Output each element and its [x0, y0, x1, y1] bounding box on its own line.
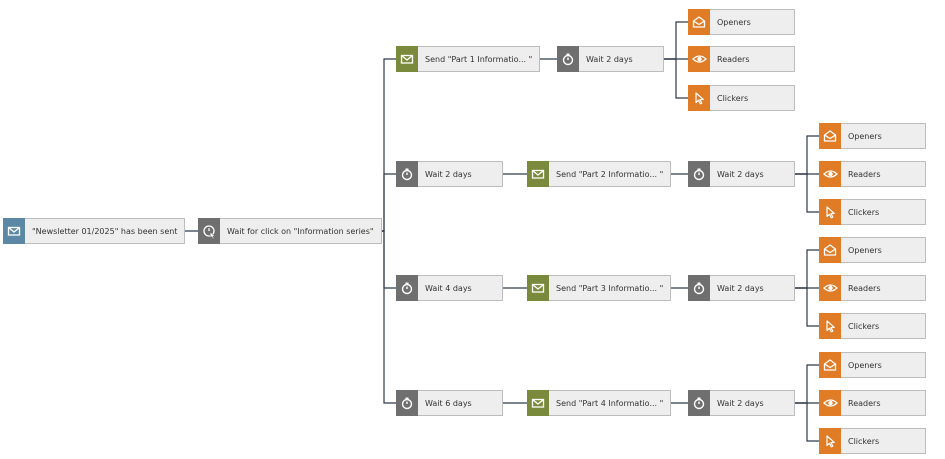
node-label: Clickers — [841, 199, 926, 225]
segment-node-b4-clickers[interactable]: Clickers — [819, 428, 926, 454]
wait-node-b2-wait[interactable]: Wait 2 days — [396, 161, 503, 187]
node-label: Readers — [710, 46, 795, 72]
node-label: Clickers — [841, 428, 926, 454]
eye-icon — [819, 390, 841, 416]
node-label: Wait 2 days — [710, 161, 795, 187]
node-label: Wait 2 days — [579, 46, 664, 72]
open-envelope-icon — [819, 237, 841, 263]
wait-node-b4-wait2[interactable]: Wait 2 days — [688, 390, 795, 416]
node-label: Openers — [841, 123, 926, 149]
segment-node-b2-clickers[interactable]: Clickers — [819, 199, 926, 225]
send-node-b1-send[interactable]: Send "Part 1 Informatio... " — [396, 46, 541, 72]
stopwatch-icon — [688, 275, 710, 301]
connector-b3-wait2-to-b3-clickers — [795, 287, 819, 327]
node-label: Wait 6 days — [418, 390, 503, 416]
trigger-node-trigger[interactable]: "Newsletter 01/2025" has been sent — [3, 218, 186, 244]
connector-b1-wait-to-b1-clickers — [664, 58, 688, 99]
node-label: Wait 2 days — [418, 161, 503, 187]
node-label: Wait 2 days — [710, 390, 795, 416]
segment-node-b1-clickers[interactable]: Clickers — [688, 85, 795, 111]
segment-node-b1-openers[interactable]: Openers — [688, 9, 795, 35]
envelope-icon — [3, 218, 25, 244]
node-label: Readers — [841, 275, 926, 301]
node-label: Clickers — [710, 85, 795, 111]
node-label: Send "Part 1 Informatio... " — [418, 46, 541, 72]
node-label: Send "Part 2 Informatio... " — [549, 161, 672, 187]
send-node-b3-send[interactable]: Send "Part 3 Informatio... " — [527, 275, 672, 301]
stopwatch-icon — [396, 390, 418, 416]
connector-b2-wait2-to-b2-openers — [795, 135, 819, 175]
stopwatch-icon — [396, 161, 418, 187]
segment-node-b4-readers[interactable]: Readers — [819, 390, 926, 416]
wait-node-b3-wait2[interactable]: Wait 2 days — [688, 275, 795, 301]
open-envelope-icon — [819, 123, 841, 149]
node-label: Wait for click on "Information series" — [220, 218, 382, 244]
envelope-icon — [527, 275, 549, 301]
wait-node-b2-wait2[interactable]: Wait 2 days — [688, 161, 795, 187]
wait-node-b1-wait[interactable]: Wait 2 days — [557, 46, 664, 72]
node-label: Readers — [841, 390, 926, 416]
segment-node-b2-readers[interactable]: Readers — [819, 161, 926, 187]
segment-node-b1-readers[interactable]: Readers — [688, 46, 795, 72]
node-label: Wait 2 days — [710, 275, 795, 301]
connector-b2-wait2-to-b2-clickers — [795, 173, 819, 213]
envelope-icon — [527, 390, 549, 416]
connector-b1-wait-to-b1-openers — [664, 21, 688, 60]
send-node-b4-send[interactable]: Send "Part 4 Informatio... " — [527, 390, 672, 416]
eye-icon — [819, 161, 841, 187]
node-label: Openers — [710, 9, 795, 35]
envelope-icon — [527, 161, 549, 187]
node-label: Readers — [841, 161, 926, 187]
stopwatch-icon — [688, 161, 710, 187]
node-label: Clickers — [841, 313, 926, 339]
connector-wait-click-to-b4-wait — [373, 230, 396, 404]
stopwatch-icon — [396, 275, 418, 301]
connector-b3-wait2-to-b3-openers — [795, 249, 819, 289]
node-label: Openers — [841, 237, 926, 263]
cursor-icon — [688, 85, 710, 111]
stopwatch-icon — [557, 46, 579, 72]
connector-b4-wait2-to-b4-openers — [795, 364, 819, 404]
open-envelope-icon — [819, 352, 841, 378]
eye-icon — [819, 275, 841, 301]
segment-node-b2-openers[interactable]: Openers — [819, 123, 926, 149]
cursor-icon — [819, 313, 841, 339]
node-label: Send "Part 3 Informatio... " — [549, 275, 672, 301]
node-label: Openers — [841, 352, 926, 378]
node-label: Wait 4 days — [418, 275, 503, 301]
wait-node-b3-wait[interactable]: Wait 4 days — [396, 275, 503, 301]
wait-node-wait-click[interactable]: Wait for click on "Information series" — [198, 218, 382, 244]
connector-b4-wait2-to-b4-clickers — [795, 402, 819, 442]
open-envelope-icon — [688, 9, 710, 35]
send-node-b2-send[interactable]: Send "Part 2 Informatio... " — [527, 161, 672, 187]
segment-node-b3-readers[interactable]: Readers — [819, 275, 926, 301]
envelope-icon — [396, 46, 418, 72]
wait-node-b4-wait[interactable]: Wait 6 days — [396, 390, 503, 416]
stopwatch-icon — [688, 390, 710, 416]
click-wait-icon — [198, 218, 220, 244]
eye-icon — [688, 46, 710, 72]
node-label: "Newsletter 01/2025" has been sent — [25, 218, 186, 244]
segment-node-b4-openers[interactable]: Openers — [819, 352, 926, 378]
segment-node-b3-openers[interactable]: Openers — [819, 237, 926, 263]
segment-node-b3-clickers[interactable]: Clickers — [819, 313, 926, 339]
cursor-icon — [819, 199, 841, 225]
node-label: Send "Part 4 Informatio... " — [549, 390, 672, 416]
cursor-icon — [819, 428, 841, 454]
